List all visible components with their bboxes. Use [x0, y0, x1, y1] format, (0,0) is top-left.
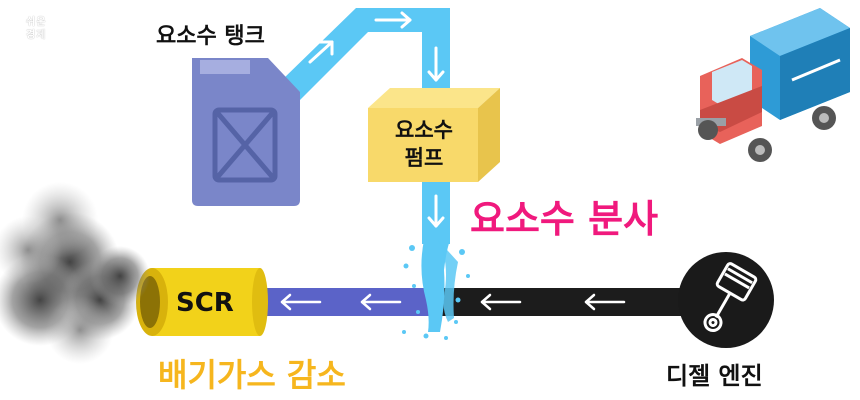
urea-pump-label-line1: 요소수	[395, 118, 453, 142]
arrow-icon	[308, 40, 334, 64]
arrow-icon	[360, 293, 402, 311]
logo-line1: 쉬운	[26, 17, 47, 28]
arrow-icon	[584, 293, 626, 311]
arrow-icon	[427, 46, 445, 82]
exhaust-reduction-label: 배기가스 감소	[158, 356, 346, 394]
exhaust-flow-arrows	[280, 293, 626, 311]
urea-injection-label: 요소수 분사	[470, 197, 659, 241]
exhaust-pipe-scr	[252, 288, 432, 316]
jerrycan-icon	[192, 58, 314, 206]
arrow-icon	[374, 11, 412, 29]
logo-line2: 경제	[26, 30, 47, 41]
urea-down-pipe	[422, 182, 450, 244]
arrow-icon	[280, 293, 322, 311]
urea-flow-arrows	[308, 11, 445, 82]
scr-label: SCR	[176, 288, 234, 318]
scr-cylinder-icon	[136, 268, 268, 336]
arrow-icon	[427, 194, 445, 228]
urea-pump-label-line2: 펌프	[404, 146, 444, 170]
engine-piston-icon	[678, 252, 774, 348]
diesel-engine-label: 디젤 엔진	[666, 362, 763, 390]
urea-pipe	[282, 8, 450, 102]
truck-icon	[696, 8, 850, 162]
water-splash-icon	[402, 240, 470, 340]
smoke-icon	[0, 182, 150, 364]
urea-tank-label: 요소수 탱크	[156, 24, 265, 49]
brand-logo: 쉬운 경제	[4, 4, 68, 44]
pump-box-icon	[368, 88, 500, 182]
logo-mark-icon	[6, 14, 22, 36]
arrow-icon	[480, 293, 522, 311]
exhaust-pipe-engine	[430, 288, 702, 316]
